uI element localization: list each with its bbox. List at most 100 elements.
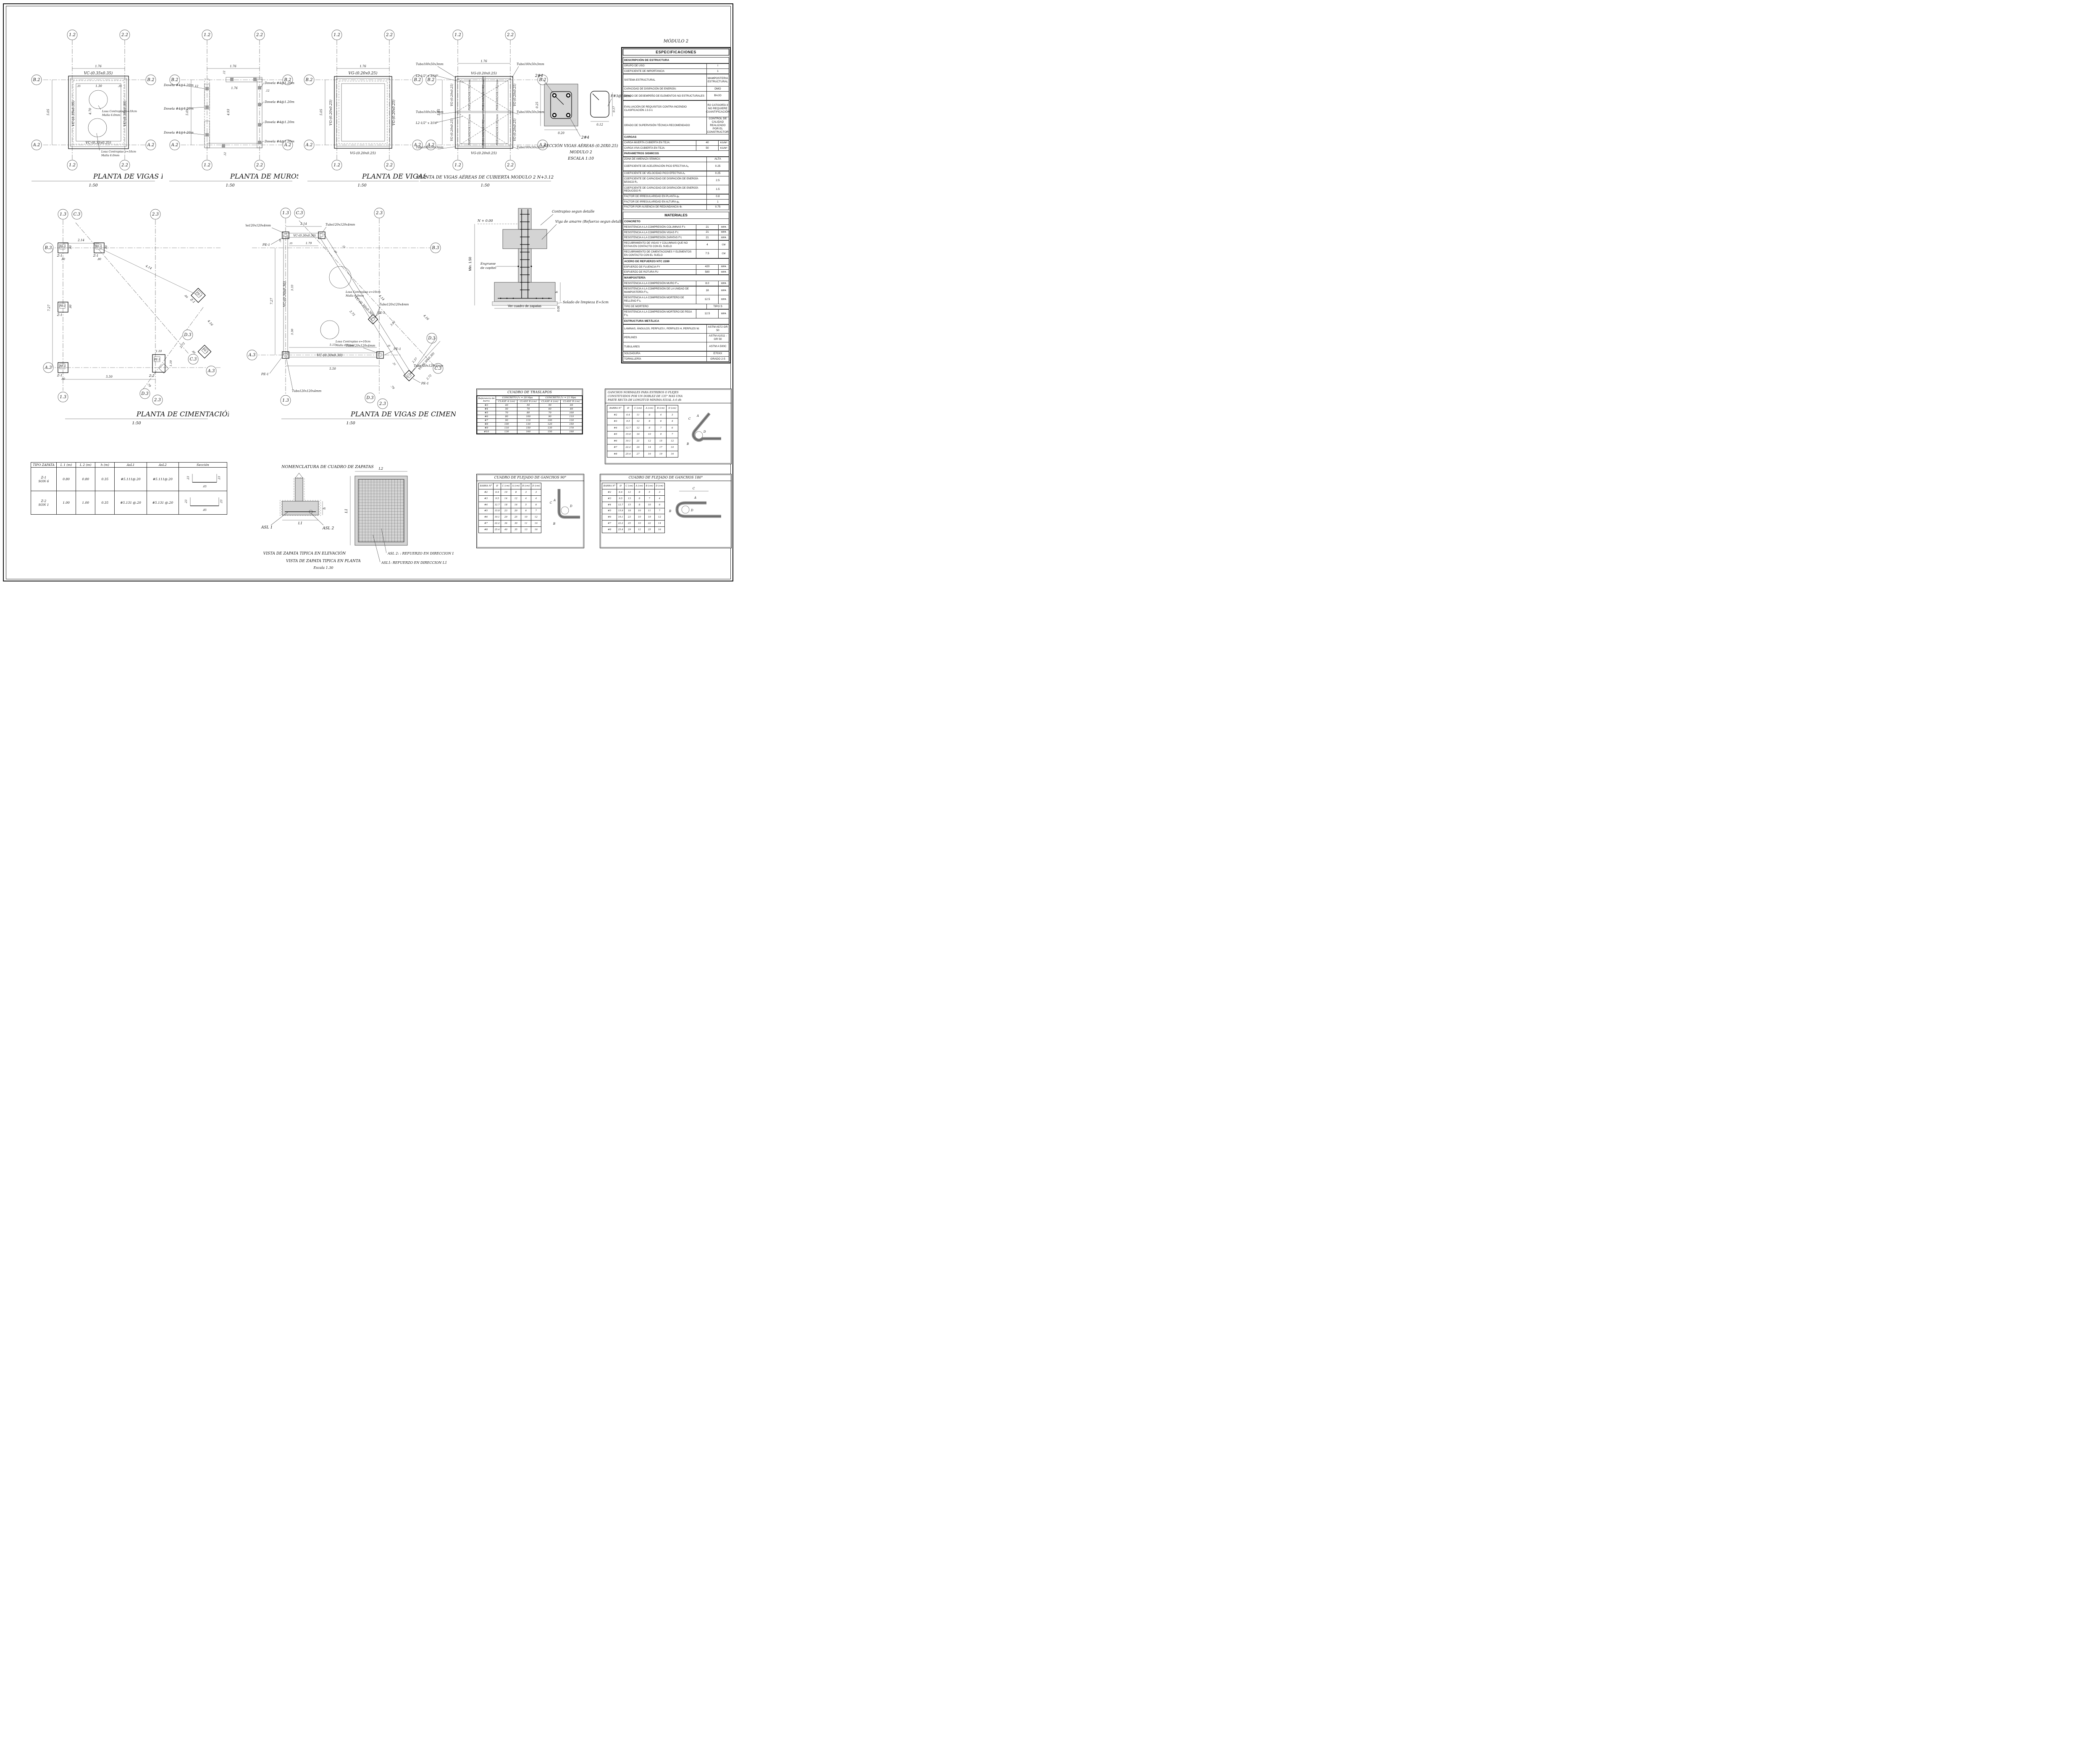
table-cell: 12 (511, 495, 521, 502)
plan-title: PLANTA DE VIGAS AÉREAS DE CUBIERTA MODUL… (416, 175, 554, 180)
rebar (566, 93, 571, 98)
table-cell: #3 (606, 418, 625, 425)
grid-bubble: B.2 (31, 74, 42, 85)
table-shape: TIPO ZAPATA L 1 (m) L 2 (m) h (m) AsL1 A… (31, 462, 227, 515)
circle-shape (119, 29, 130, 40)
rect-shape (358, 479, 404, 542)
table-cell: 6 (654, 501, 665, 508)
text-shape: B.2 (147, 78, 155, 82)
text-shape: 1.10 (156, 350, 162, 353)
grid-bubble: 1.2 (202, 29, 213, 40)
table-cell: 12 (666, 437, 678, 444)
table-cell: 60 (538, 407, 561, 411)
rect-shape (492, 301, 558, 306)
dim-label: L1 (298, 521, 302, 525)
text-shape: Tubo100x50x3mm (517, 110, 544, 114)
text-shape: Tubo120x120x4mm (246, 224, 271, 227)
grid-bubble: B.3 (43, 242, 54, 253)
section-vigas-aereas: 2#4 2#4 0.25 0.20 E#3@10cm 0.17 0.12 SEC… (535, 74, 631, 161)
grid-bubble: B.2 (425, 74, 436, 85)
table-cell: A (cm) (634, 483, 645, 489)
table-cell: 7 (655, 424, 667, 431)
text-shape: A.2 (427, 143, 435, 147)
table-cell: 19 (655, 450, 667, 458)
line-shape (436, 75, 465, 83)
grid-bubble: D.3 (426, 333, 437, 344)
spec-label: RESISTENCIA A LA COMPRESIÓN MORTERO DE R… (624, 296, 684, 302)
table-cell: 3 (520, 489, 531, 496)
table-cell: BARRA N° (601, 483, 617, 489)
table-cell: 4 (520, 495, 531, 502)
table-cell: Ø (617, 483, 625, 489)
table-cell: 190 (560, 430, 583, 434)
cuadro-flejado-90: CUADRO DE FLEJADO DE GANCHOS 90° BARRA N… (476, 474, 584, 548)
rect-shape (320, 233, 323, 237)
td-shape: 0.80 (56, 467, 76, 491)
slab-note: Losa Contrapiso e=10cm (335, 340, 370, 343)
table-cell: Ø (493, 483, 501, 489)
text-shape: .23 (218, 476, 221, 480)
column-node (376, 351, 384, 359)
table-cell: 22.2 (493, 520, 501, 527)
spec-value: MAMPOSTERIA ESTRUCTURAL (706, 74, 729, 86)
col-header: CLASE B (cm) (517, 400, 539, 404)
table-cell: #10 (477, 430, 496, 434)
text-shape: A (694, 496, 696, 500)
table-cell: 12 (632, 424, 644, 431)
circle-shape (202, 160, 213, 171)
text-shape: .80 (97, 258, 101, 261)
spec-row: COEFICIENTE DE VELOCIDAD PICO EFECTIVA A… (623, 171, 729, 176)
path-shape (693, 413, 721, 441)
line-shape (384, 350, 393, 355)
td-shape: 1.00 (56, 491, 76, 515)
table-cell: #4 (606, 424, 625, 431)
table-cell: 19.1 (493, 514, 501, 521)
dim-label: 12 (195, 84, 198, 88)
dim-label: 1.30 (95, 84, 102, 88)
circle-shape (67, 160, 78, 171)
grid-bubble: 1.2 (67, 160, 78, 171)
th-shape: TIPO ZAPATA (31, 462, 57, 468)
table-cell: #7 (601, 520, 617, 527)
dovela-label: Dovela #4@1.20m (264, 81, 294, 85)
note-label: Engruese (480, 262, 496, 266)
line-shape (370, 313, 381, 320)
rect-shape (59, 363, 66, 369)
grid-bubble: 2.2 (254, 160, 265, 171)
plan-scale: 1:50 (226, 183, 234, 188)
text-shape: PHR100X50X15X2mm (482, 79, 485, 111)
table-cell: 16 (654, 526, 665, 533)
text-shape: 1.2 (69, 163, 76, 168)
note-label: Ver cuadro de zapatas (508, 304, 541, 308)
table-cell: 4 (666, 418, 678, 425)
circle-shape (202, 29, 213, 40)
circle-shape (517, 266, 519, 267)
table-cell: C (cm) (632, 405, 644, 412)
circle-shape (433, 363, 444, 374)
line-shape (592, 93, 599, 100)
spec-label: SISTEMA ESTRUCTURAL (624, 78, 656, 82)
table-cell: 23 (500, 508, 512, 515)
circle-shape (426, 333, 437, 344)
table-cell: 12 (632, 418, 644, 425)
dovela-cells (205, 78, 261, 147)
text-shape: A.2 (33, 143, 40, 147)
text-shape: .80 (69, 305, 72, 309)
text-shape: D (690, 509, 693, 512)
table-cell: 12 (634, 526, 645, 533)
text-shape: 2.2 (386, 163, 393, 168)
text-shape: .80 (191, 350, 196, 355)
spec-label: COEFICIENTE DE CAPACIDAD DE DISIPACIÓN D… (624, 186, 698, 193)
text-shape: Tubo100x50x3mm (416, 146, 444, 149)
line-shape (142, 306, 204, 390)
text-shape: PE-1 (59, 365, 66, 368)
text-shape: Z-1 (93, 254, 99, 258)
spec-unit: MPA (718, 286, 729, 295)
col-header: CLASE B (cm) (560, 400, 583, 404)
spec-value: 420 (696, 264, 718, 269)
